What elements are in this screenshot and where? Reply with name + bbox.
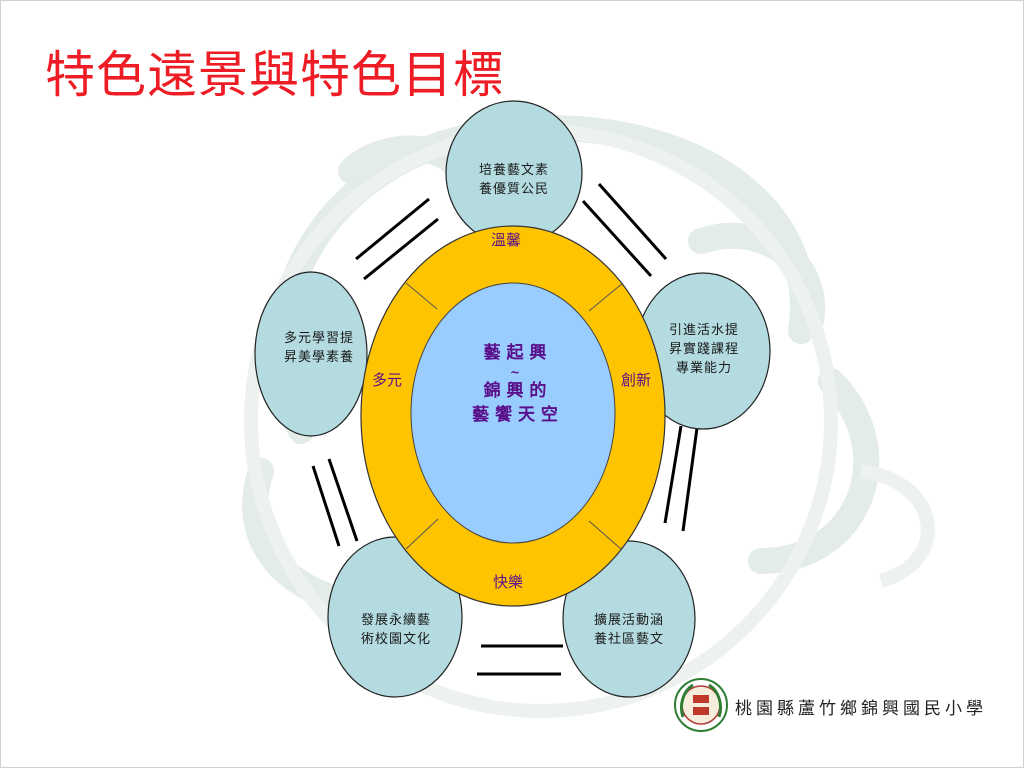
goal-line: 專業能力 — [675, 361, 732, 376]
goal-line: 養社區藝文 — [593, 632, 664, 647]
ring-label-right: 創新 — [621, 371, 652, 389]
goal-node-left — [254, 271, 368, 437]
connector-lines — [311, 183, 699, 676]
school-logo-icon — [674, 678, 728, 732]
connector-line — [597, 183, 668, 260]
connector-line — [663, 425, 683, 524]
goal-line: 擴展活動涵 — [593, 613, 664, 628]
vision-center — [410, 282, 616, 544]
goal-line: 培養藝文素 — [478, 163, 549, 178]
connector-line — [363, 217, 439, 281]
ring-divider — [588, 520, 622, 550]
vision-line: 藝 起 興 — [483, 343, 547, 363]
goal-line: 昇實踐課程 — [668, 342, 739, 357]
vision-line: 錦 興 的 — [483, 381, 547, 401]
vision-text: 藝 起 興 ~ 錦 興 的 藝 饗 天 空 — [415, 341, 615, 427]
goal-line: 引進活水提 — [668, 323, 739, 338]
goal-line: 昇美學素養 — [283, 350, 354, 365]
goal-line: 多元學習提 — [283, 331, 354, 346]
vision-line: ~ — [509, 365, 521, 379]
goal-node-bottom-left — [327, 536, 463, 698]
page-title: 特色遠景與特色目標 — [45, 46, 504, 104]
ring-label-bottom: 快樂 — [493, 573, 524, 591]
goal-node-bottom-right — [562, 540, 696, 698]
goal-line: 發展永續藝 — [360, 613, 431, 628]
connector-line — [327, 458, 359, 542]
connector-line — [681, 427, 699, 532]
ring-label-top: 溫馨 — [491, 231, 522, 249]
school-name: 桃園縣蘆竹鄉錦興國民小學 — [735, 699, 987, 719]
goal-text-bottom-left: 發展永續藝 術校園文化 — [341, 611, 451, 649]
goal-line: 養優質公民 — [478, 182, 549, 197]
ring-divider — [405, 282, 438, 310]
connector-line — [355, 197, 430, 261]
goal-text-bottom-right: 擴展活動涵 養社區藝文 — [574, 611, 684, 649]
goal-text-right: 引進活水提 昇實踐課程 專業能力 — [649, 321, 759, 378]
goal-text-top: 培養藝文素 養優質公民 — [454, 161, 574, 199]
goal-line: 術校園文化 — [360, 632, 431, 647]
connector-line — [581, 199, 653, 278]
ring-divider — [588, 282, 624, 312]
ring-label-left: 多元 — [372, 371, 403, 389]
goal-text-left: 多元學習提 昇美學素養 — [269, 329, 369, 367]
vision-line: 藝 饗 天 空 — [472, 405, 558, 425]
connector-line — [311, 465, 341, 547]
ring-divider — [405, 518, 439, 550]
